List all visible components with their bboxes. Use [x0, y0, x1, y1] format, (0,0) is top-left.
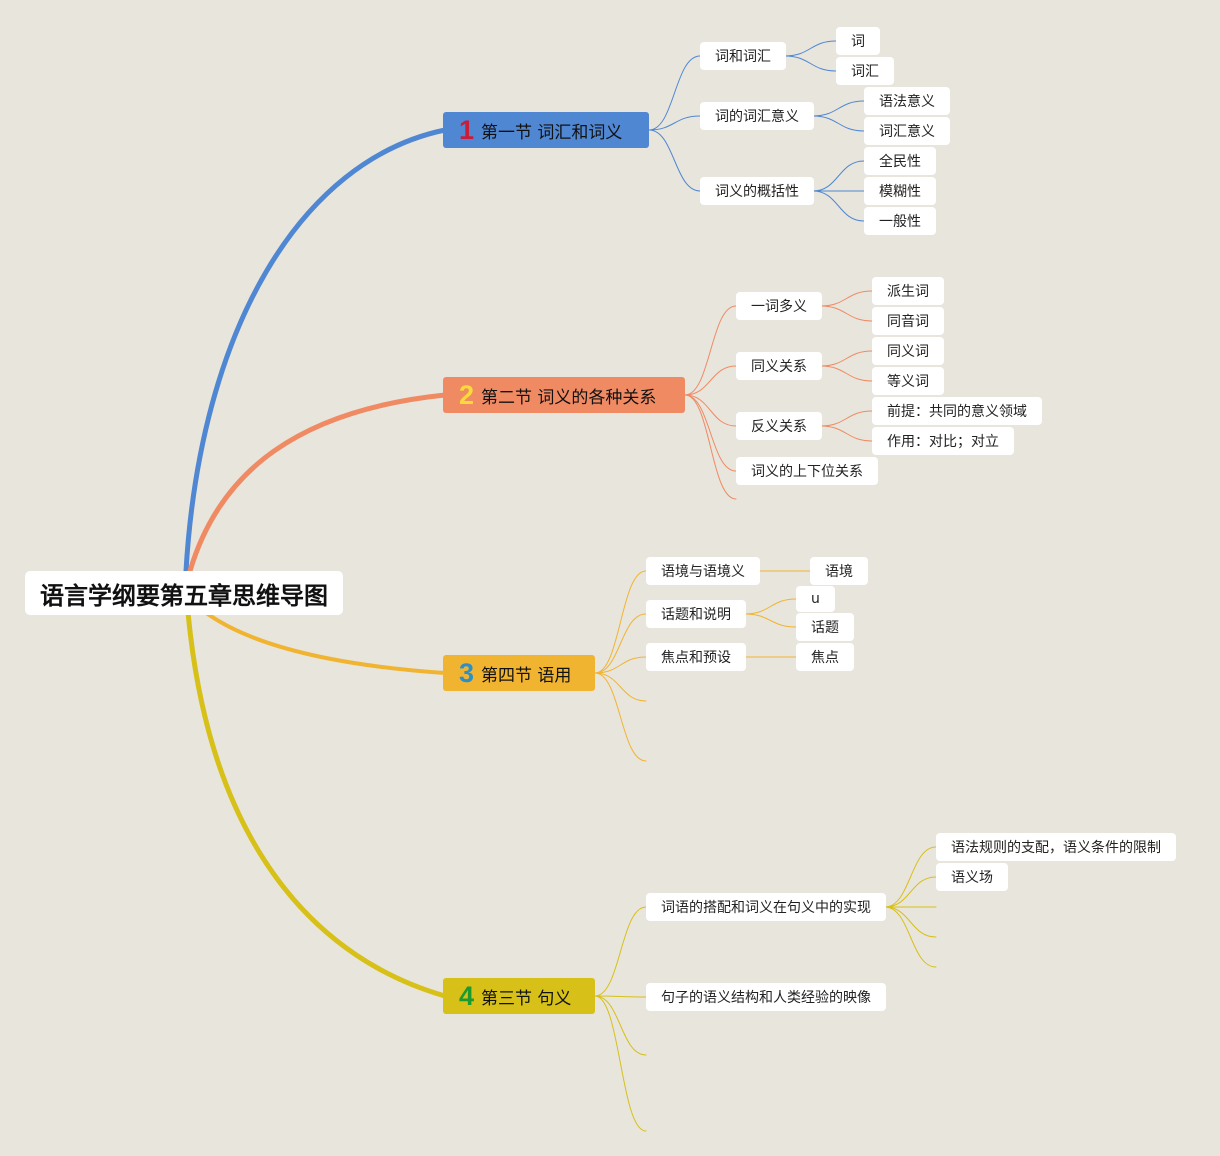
- leaf-equivalent-word[interactable]: 等义词: [872, 367, 944, 395]
- edge-s1-leaf-6: [812, 190, 865, 222]
- section-3-number: 3: [459, 657, 475, 688]
- trunk-section-2: [187, 392, 448, 574]
- leaf-synonym[interactable]: 同义词: [872, 337, 944, 365]
- edge-s3-topic-4: [594, 672, 647, 762]
- leaf-word[interactable]: 词: [836, 27, 880, 55]
- edge-s2-leaf-0: [820, 290, 873, 307]
- root-topic[interactable]: 语言学纲要第五章思维导图: [25, 571, 343, 615]
- topic-lexical-meaning[interactable]: 词的词汇意义: [700, 102, 814, 130]
- edge-s1-leaf-4: [812, 160, 865, 192]
- section-1-number: 1: [459, 114, 475, 145]
- edge-s3-leaf-2: [744, 613, 797, 628]
- leaf-fuzziness[interactable]: 模糊性: [864, 177, 936, 205]
- topic-generality-of-meaning[interactable]: 词义的概括性: [700, 177, 814, 205]
- edge-s2-leaf-5: [820, 425, 873, 442]
- edge-s4-topic-0: [594, 906, 647, 997]
- section-1-label: 第一节 词汇和词义: [481, 122, 623, 143]
- leaf-topic[interactable]: 话题: [796, 613, 854, 641]
- topic-synonymy[interactable]: 同义关系: [736, 352, 822, 380]
- section-2-label: 第二节 词义的各种关系: [481, 387, 657, 408]
- edge-s3-leaf-1: [744, 598, 797, 615]
- edge-s1-leaf-3: [812, 115, 865, 132]
- topic-focus-and-presupposition[interactable]: 焦点和预设: [646, 643, 746, 671]
- edge-s4-topic-2: [594, 995, 647, 1056]
- edge-s3-topic-3: [594, 672, 647, 702]
- leaf-generality[interactable]: 一般性: [864, 207, 936, 235]
- topic-semantic-structure[interactable]: 句子的语义结构和人类经验的映像: [646, 983, 886, 1011]
- section-4-number: 4: [459, 980, 475, 1011]
- edge-s2-topic-3: [684, 394, 737, 472]
- edge-s1-topic-1: [648, 115, 701, 131]
- leaf-semantic-field[interactable]: 语义场: [936, 863, 1008, 891]
- section-4-label: 第三节 句义: [481, 988, 572, 1009]
- edge-s2-topic-0: [684, 305, 737, 396]
- topic-collocation[interactable]: 词语的搭配和词义在句义中的实现: [646, 893, 886, 921]
- leaf-premise[interactable]: 前提：共同的意义领域: [872, 397, 1042, 425]
- leaf-context[interactable]: 语境: [810, 557, 868, 585]
- topic-words-and-vocabulary[interactable]: 词和词汇: [700, 42, 786, 70]
- edge-s3-topic-1: [594, 613, 647, 674]
- section-4-topic[interactable]: 4 第三节 句义: [443, 978, 595, 1014]
- topic-topic-and-comment[interactable]: 话题和说明: [646, 600, 746, 628]
- edge-s3-topic-0: [594, 570, 647, 674]
- leaf-grammar-rules[interactable]: 语法规则的支配，语义条件的限制: [936, 833, 1176, 861]
- leaf-grammatical-meaning[interactable]: 语法意义: [864, 87, 950, 115]
- section-3-label: 第四节 语用: [481, 665, 572, 686]
- leaf-focus[interactable]: 焦点: [796, 643, 854, 671]
- edge-s4-leaf-0: [884, 846, 937, 908]
- topic-context[interactable]: 语境与语境义: [646, 557, 760, 585]
- section-3-topic[interactable]: 3 第四节 语用: [443, 655, 595, 691]
- trunk-section-3: [203, 610, 447, 675]
- section-2-number: 2: [459, 379, 475, 410]
- leaf-u[interactable]: u: [796, 586, 835, 612]
- edge-s4-topic-3: [594, 995, 647, 1132]
- edge-s2-topic-4: [684, 394, 737, 500]
- edge-s2-leaf-1: [820, 305, 873, 322]
- edge-s1-leaf-2: [812, 100, 865, 117]
- trunk-section-4: [185, 609, 448, 999]
- edge-s4-topic-1: [594, 995, 647, 998]
- edge-s2-topic-2: [684, 394, 737, 427]
- edge-s4-leaf-3: [884, 906, 937, 938]
- leaf-lexical-meaning[interactable]: 词汇意义: [864, 117, 950, 145]
- leaf-vocabulary[interactable]: 词汇: [836, 57, 894, 85]
- section-2-topic[interactable]: 2 第二节 词义的各种关系: [443, 377, 685, 413]
- topic-polysemy[interactable]: 一词多义: [736, 292, 822, 320]
- edge-s4-leaf-1: [884, 876, 937, 908]
- edge-s2-leaf-2: [820, 350, 873, 367]
- edge-s2-leaf-4: [820, 410, 873, 427]
- section-1-topic[interactable]: 1 第一节 词汇和词义: [443, 112, 649, 148]
- topic-antonymy[interactable]: 反义关系: [736, 412, 822, 440]
- edge-s3-topic-2: [594, 656, 647, 674]
- edge-s1-topic-2: [648, 129, 701, 192]
- edge-s2-topic-1: [684, 365, 737, 396]
- edge-s1-leaf-1: [784, 55, 837, 72]
- edge-s2-leaf-3: [820, 365, 873, 382]
- leaf-homophone[interactable]: 同音词: [872, 307, 944, 335]
- leaf-function[interactable]: 作用：对比；对立: [872, 427, 1014, 455]
- edge-s1-topic-0: [648, 55, 701, 131]
- trunk-section-1: [183, 127, 448, 574]
- edge-s1-leaf-0: [784, 40, 837, 57]
- edge-s4-leaf-4: [884, 906, 937, 968]
- leaf-derived-word[interactable]: 派生词: [872, 277, 944, 305]
- topic-hyponymy[interactable]: 词义的上下位关系: [736, 457, 878, 485]
- leaf-universality[interactable]: 全民性: [864, 147, 936, 175]
